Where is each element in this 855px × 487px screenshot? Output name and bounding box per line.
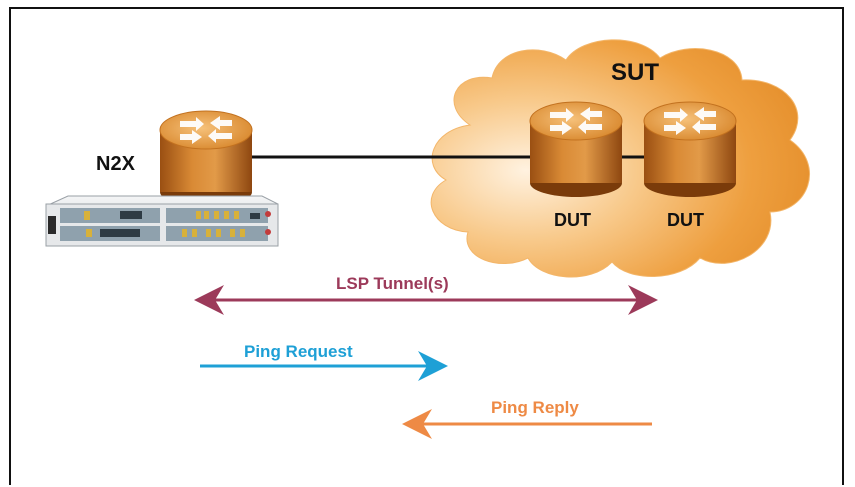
router-icon	[159, 110, 253, 207]
dut-left-label: DUT	[554, 210, 591, 230]
sut-label: SUT	[611, 59, 659, 86]
test-chassis-icon	[45, 195, 279, 247]
ping-reply-label: Ping Reply	[491, 398, 579, 417]
tester-label: N2X	[96, 153, 136, 175]
dut-right-label: DUT	[667, 210, 704, 230]
router-icon	[529, 101, 623, 198]
lsp-tunnel-label: LSP Tunnel(s)	[336, 274, 449, 293]
router-icon	[643, 101, 737, 198]
ping-request-label: Ping Request	[244, 342, 353, 361]
